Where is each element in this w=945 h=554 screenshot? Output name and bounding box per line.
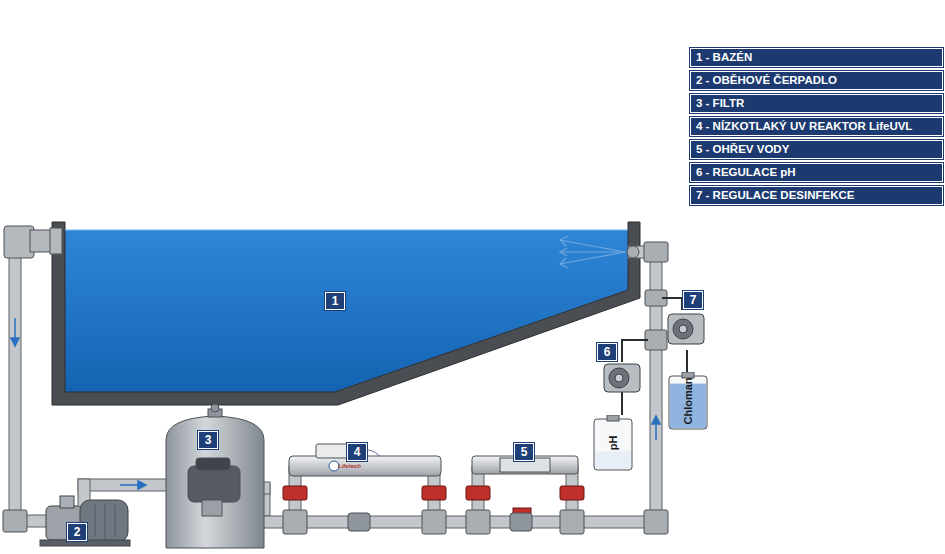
- legend-text: 4 - NÍZKOTLAKÝ UV REAKTOR LifeUVL: [690, 117, 943, 134]
- legend-row: 1 - BAZÉN: [690, 48, 943, 67]
- callout-number: 2: [67, 523, 87, 541]
- callout-number: 5: [514, 443, 534, 461]
- callout-number: 6: [597, 343, 617, 361]
- chemical-canister: Chloman: [668, 372, 708, 430]
- legend-text: 5 - OHŘEV VODY: [690, 140, 943, 157]
- canister-label: Chloman: [682, 377, 694, 424]
- legend-row: 2 - OBĚHOVÉ ČERPADLO: [690, 71, 943, 90]
- callout-number: 1: [325, 292, 345, 310]
- legend-text: 3 - FILTR: [690, 94, 943, 111]
- callout-number: 3: [198, 431, 218, 449]
- legend-text: 2 - OBĚHOVÉ ČERPADLO: [690, 71, 943, 88]
- chemical-canister: pH: [593, 415, 633, 471]
- legend-row: 4 - NÍZKOTLAKÝ UV REAKTOR LifeUVL: [690, 117, 943, 136]
- brand-logo: Lifetech: [338, 463, 361, 470]
- legend-row: 6 - REGULACE pH: [690, 163, 943, 182]
- legend-row: 3 - FILTR: [690, 94, 943, 113]
- legend-row: 5 - OHŘEV VODY: [690, 140, 943, 159]
- legend-text: 7 - REGULACE DESINFEKCE: [690, 186, 943, 203]
- callout-number: 4: [347, 443, 367, 461]
- legend-text: 6 - REGULACE pH: [690, 163, 943, 180]
- canister-label: pH: [607, 436, 619, 451]
- legend-text: 1 - BAZÉN: [690, 48, 943, 65]
- callout-number: 7: [683, 291, 703, 309]
- legend-row: 7 - REGULACE DESINFEKCE: [690, 186, 943, 205]
